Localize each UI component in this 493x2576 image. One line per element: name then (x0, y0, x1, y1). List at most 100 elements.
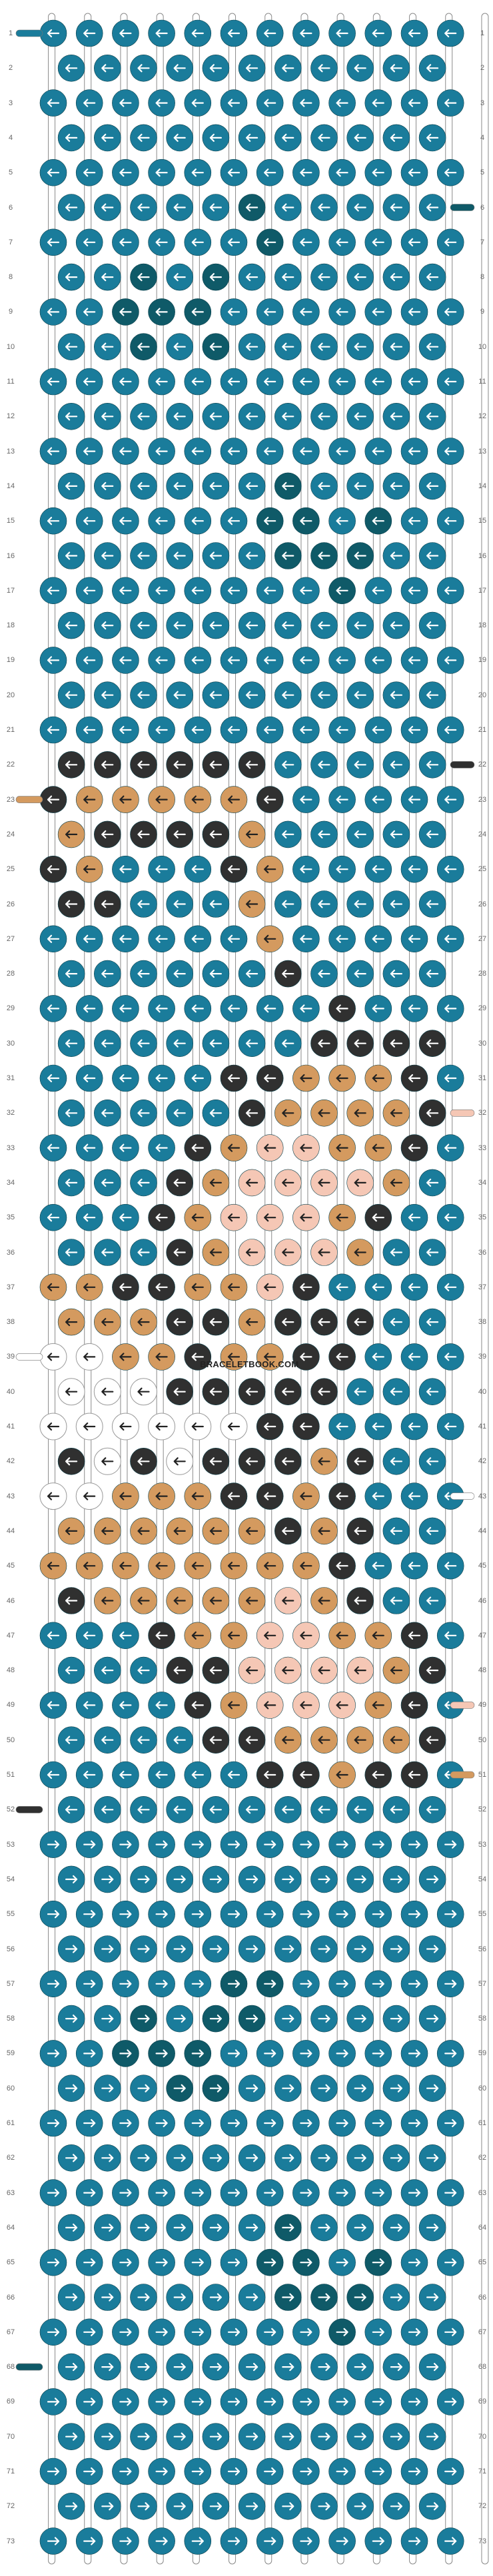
arrow-left-icon (191, 795, 204, 804)
arrow-left-icon (444, 1143, 457, 1152)
row-number-right: 60 (478, 2084, 487, 2093)
arrow-left-icon (173, 1736, 186, 1744)
arrow-left-icon (318, 1596, 330, 1605)
arrow-left-icon (318, 900, 330, 908)
row-number-left: 59 (6, 2049, 15, 2058)
arrow-left-icon (318, 970, 330, 978)
arrow-left-icon (390, 342, 402, 351)
edge-strand (450, 1110, 475, 1117)
arrow-left-icon (300, 1770, 312, 1779)
arrow-right-icon (300, 1910, 312, 1919)
arrow-left-icon (300, 656, 312, 665)
row-number-left: 18 (6, 621, 15, 630)
row-number-right: 51 (478, 1771, 487, 1779)
row-number-right: 28 (478, 970, 487, 978)
row-number-left: 12 (6, 412, 15, 421)
arrow-left-icon (372, 1074, 384, 1083)
arrow-left-icon (155, 1492, 168, 1500)
arrow-left-icon (426, 1318, 439, 1327)
row-number-left: 15 (6, 517, 15, 525)
arrow-left-icon (390, 1805, 402, 1814)
row-number-left: 47 (6, 1631, 15, 1640)
arrow-right-icon (119, 2049, 132, 2058)
arrow-right-icon (408, 2467, 421, 2476)
arrow-left-icon (191, 308, 204, 316)
arrow-right-icon (155, 2258, 168, 2267)
arrow-right-icon (119, 2398, 132, 2406)
arrow-left-icon (173, 133, 186, 142)
arrow-left-icon (137, 342, 150, 351)
arrow-left-icon (282, 273, 294, 282)
arrow-right-icon (155, 2398, 168, 2406)
arrow-left-icon (209, 1457, 222, 1466)
arrow-left-icon (318, 1248, 330, 1257)
arrow-left-icon (300, 377, 312, 386)
arrow-left-icon (227, 1422, 241, 1431)
arrow-right-icon (101, 2502, 114, 2511)
arrow-right-icon (246, 2293, 258, 2302)
arrow-left-icon (119, 1283, 132, 1291)
arrow-right-icon (47, 2328, 60, 2336)
arrow-right-icon (209, 2293, 222, 2302)
arrow-left-icon (354, 830, 366, 838)
arrow-right-icon (227, 1840, 241, 1849)
arrow-left-icon (155, 29, 168, 38)
arrow-left-icon (318, 1387, 330, 1396)
arrow-right-icon (336, 1840, 348, 1849)
arrow-left-icon (300, 1422, 312, 1431)
arrow-left-icon (155, 586, 168, 595)
arrow-left-icon (101, 1318, 114, 1327)
arrow-left-icon (65, 830, 78, 838)
arrow-left-icon (246, 1666, 258, 1675)
arrow-left-icon (227, 795, 241, 804)
arrow-right-icon (318, 1875, 330, 1883)
arrow-right-icon (65, 2363, 78, 2372)
row-number-left: 69 (6, 2398, 15, 2406)
arrow-left-icon (444, 1004, 457, 1013)
arrow-left-icon (155, 1631, 168, 1640)
arrow-left-icon (65, 1457, 78, 1466)
row-number-left: 38 (6, 1318, 15, 1327)
arrow-left-icon (282, 551, 294, 560)
arrow-left-icon (83, 795, 96, 804)
arrow-left-icon (47, 1283, 60, 1291)
arrow-left-icon (318, 1526, 330, 1535)
arrow-right-icon (209, 2432, 222, 2441)
row-number-right: 52 (478, 1805, 487, 1814)
arrow-left-icon (47, 1143, 60, 1152)
arrow-left-icon (137, 1526, 150, 1535)
arrow-right-icon (119, 2467, 132, 2476)
arrow-left-icon (390, 1039, 402, 1048)
arrow-left-icon (426, 1596, 439, 1605)
row-number-right: 17 (478, 586, 487, 595)
arrow-left-icon (408, 934, 421, 943)
arrow-right-icon (246, 2363, 258, 2372)
edge-strand (15, 1353, 43, 1361)
arrow-left-icon (390, 1457, 402, 1466)
row-number-left: 35 (6, 1213, 15, 1222)
arrow-left-icon (372, 586, 384, 595)
arrow-left-icon (65, 412, 78, 421)
arrow-left-icon (372, 1770, 384, 1779)
arrow-left-icon (119, 447, 132, 456)
arrow-left-icon (372, 168, 384, 177)
arrow-left-icon (282, 1178, 294, 1187)
arrow-right-icon (426, 2293, 439, 2302)
row-number-left: 73 (6, 2537, 15, 2545)
arrow-left-icon (318, 64, 330, 73)
arrow-right-icon (300, 2328, 312, 2336)
arrow-left-icon (318, 830, 330, 838)
arrow-right-icon (47, 2467, 60, 2476)
arrow-right-icon (408, 2188, 421, 2197)
arrow-left-icon (137, 1109, 150, 1118)
arrow-left-icon (246, 482, 258, 490)
arrow-right-icon (300, 2398, 312, 2406)
arrow-left-icon (336, 934, 348, 943)
arrow-left-icon (155, 1143, 168, 1152)
arrow-left-icon (444, 795, 457, 804)
row-number-right: 21 (478, 726, 487, 734)
arrow-left-icon (426, 482, 439, 490)
arrow-right-icon (426, 2502, 439, 2511)
arrow-right-icon (173, 2293, 186, 2302)
